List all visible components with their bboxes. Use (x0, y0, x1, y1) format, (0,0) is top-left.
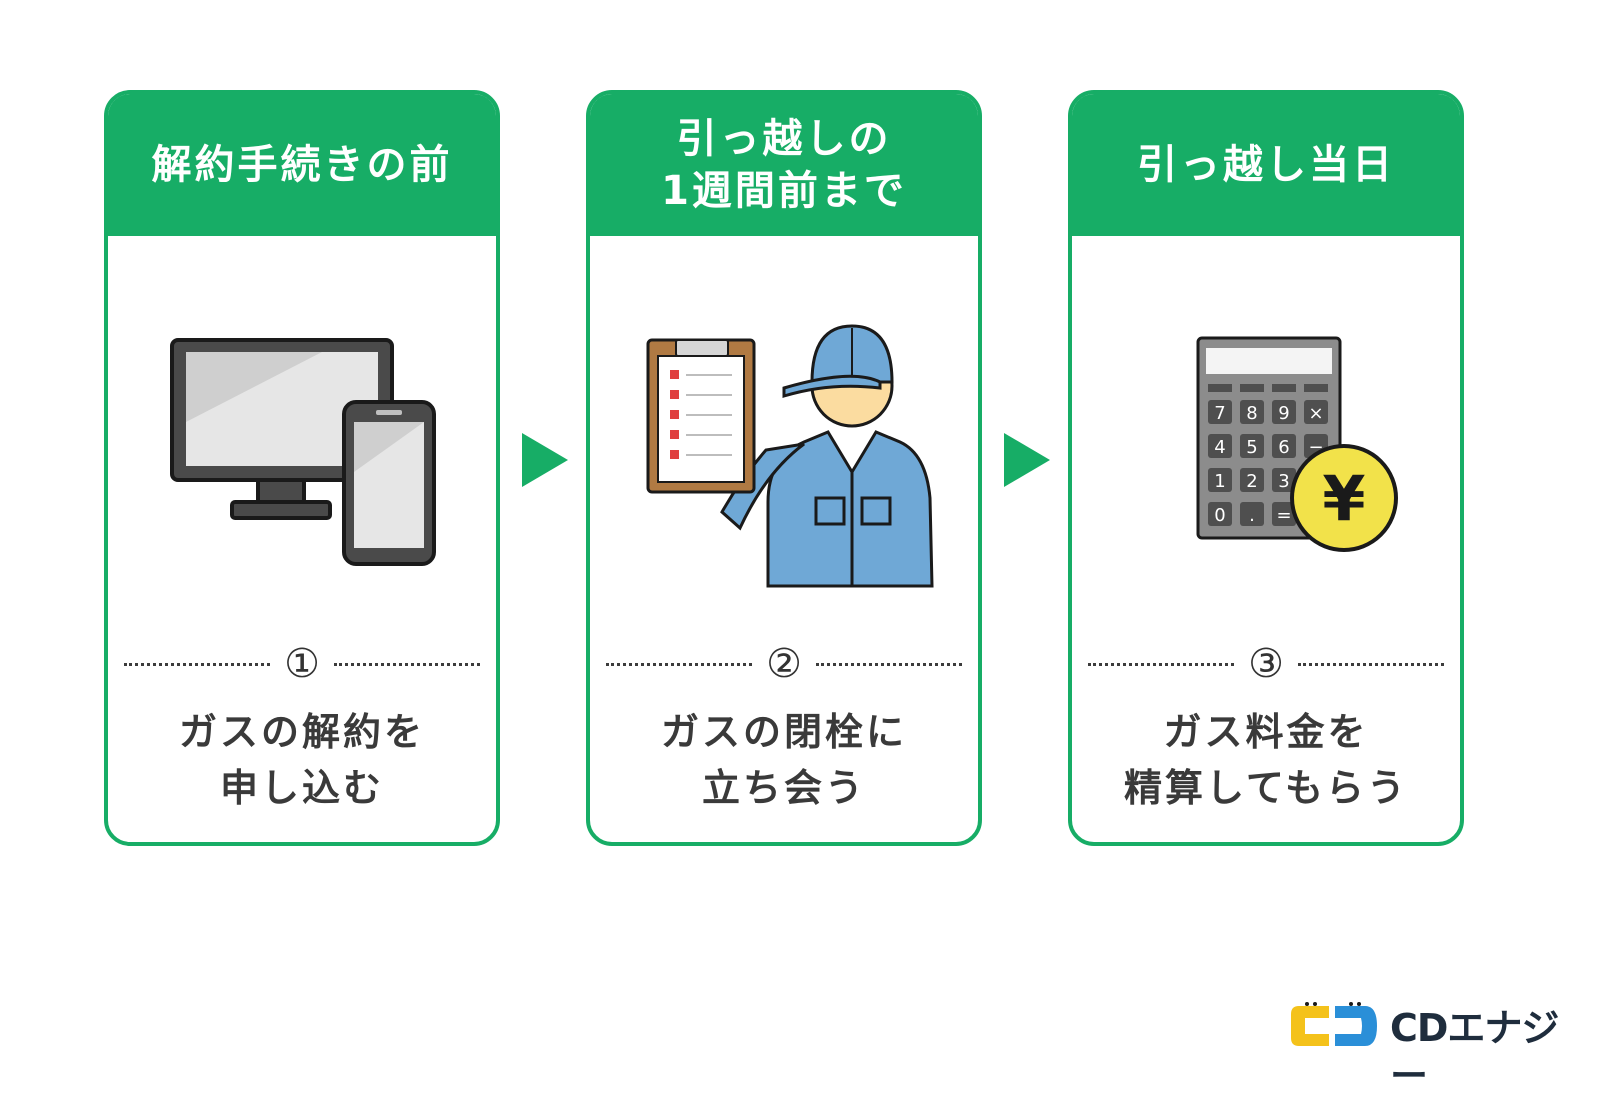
calculator-key (1208, 434, 1232, 458)
step-3-divider: ③ (1088, 641, 1445, 687)
calculator-key (1208, 502, 1232, 526)
calculator-key-label: 5 (1246, 437, 1257, 458)
calculator-key-label: 0 (1214, 505, 1225, 526)
calculator-key-label: 4 (1214, 437, 1225, 458)
arrow-right-icon (522, 433, 568, 487)
computer-and-smartphone-icon (108, 236, 496, 636)
calculator-key (1272, 502, 1296, 526)
calculator-key-label: 9 (1278, 403, 1289, 424)
dotted-line (815, 662, 963, 666)
calculator-key (1304, 400, 1328, 424)
calculator-key (1272, 468, 1296, 492)
cd-logo-icon (1291, 1002, 1377, 1046)
dotted-line (1297, 662, 1445, 666)
calculator-with-yen-coin-icon: 789×456−123+0.=÷ ¥ (1072, 236, 1460, 636)
arrow-right-icon (1004, 433, 1050, 487)
step-number-3: ③ (1248, 641, 1284, 687)
step-1-divider: ① (124, 641, 481, 687)
calculator-key-label: 3 (1278, 471, 1289, 492)
gas-worker-with-checklist-icon (590, 236, 978, 636)
calculator-key-label: = (1276, 505, 1291, 526)
dotted-line (124, 662, 271, 666)
calculator-key (1272, 400, 1296, 424)
calculator-key (1208, 400, 1232, 424)
calculator-key (1208, 468, 1232, 492)
calculator-key-label: . (1249, 505, 1255, 526)
brand-name: CDエナジー (1390, 1006, 1559, 1098)
step-1-text: ガスの解約を 申し込む (178, 710, 425, 810)
step-2-divider: ② (606, 641, 963, 687)
step-2-header: 引っ越しの 1週間前まで (590, 94, 978, 236)
calculator-key-label: 7 (1214, 403, 1225, 424)
step-3-header: 引っ越し当日 (1072, 94, 1460, 236)
dotted-line (606, 662, 753, 666)
calculator-key-label: 8 (1246, 403, 1257, 424)
calculator-key-label: × (1308, 403, 1323, 424)
step-card-1: 解約手続きの前 ① ガスの解約を 申し込む (104, 90, 500, 846)
step-number-2: ② (766, 641, 802, 687)
dotted-line (333, 662, 481, 666)
calculator-key (1272, 434, 1296, 458)
calculator-key-label: 1 (1214, 471, 1225, 492)
calculator-key (1240, 400, 1264, 424)
step-card-2: 引っ越しの 1週間前まで (586, 90, 982, 846)
calculator-key (1240, 434, 1264, 458)
calculator-key (1240, 468, 1264, 492)
step-number-1: ① (284, 641, 320, 687)
step-2-text: ガスの閉栓に 立ち会う (660, 710, 907, 810)
calculator-key (1240, 502, 1264, 526)
brand-logo: CDエナジー (1285, 1000, 1585, 1098)
calculator-key-label: 6 (1278, 437, 1289, 458)
yen-coin-icon: ¥ (1322, 462, 1365, 535)
calculator-key-label: 2 (1246, 471, 1257, 492)
step-card-3: 引っ越し当日 789×456−123+0.=÷ ¥ ③ ガス料金を 精算してもら… (1068, 90, 1464, 846)
step-3-text: ガス料金を 精算してもらう (1124, 710, 1408, 810)
dotted-line (1088, 662, 1235, 666)
step-1-header: 解約手続きの前 (108, 94, 496, 236)
